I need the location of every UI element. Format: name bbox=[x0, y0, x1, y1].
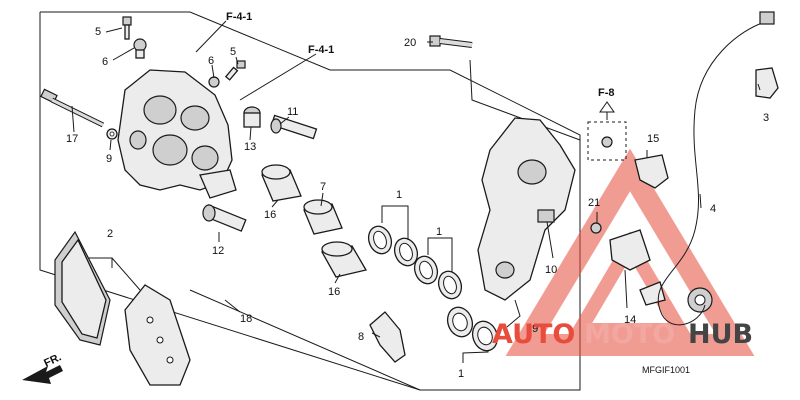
callout-9: 9 bbox=[106, 153, 112, 165]
callout-8: 8 bbox=[358, 331, 364, 343]
callout-7: 7 bbox=[320, 181, 326, 193]
piston-16-bottom bbox=[320, 241, 368, 278]
callout-19: 19 bbox=[526, 323, 538, 335]
watermark-hub: HUB bbox=[688, 319, 753, 350]
pin-12 bbox=[202, 204, 247, 232]
pad-spring-8 bbox=[369, 311, 406, 363]
seal-set-1a bbox=[367, 225, 419, 267]
piston-7 bbox=[303, 199, 343, 235]
brake-pad-2-left bbox=[54, 230, 111, 346]
callout-6-left: 6 bbox=[102, 56, 108, 68]
callout-18: 18 bbox=[240, 313, 252, 325]
callout-14: 14 bbox=[624, 314, 636, 326]
callout-16-bottom: 16 bbox=[328, 286, 340, 298]
bleeder-5-right bbox=[224, 60, 246, 81]
section-ref-f41-mid: F-4-1 bbox=[308, 44, 334, 56]
section-ref-f41-top: F-4-1 bbox=[226, 11, 252, 23]
boot-11 bbox=[270, 114, 318, 140]
seal-set-1c bbox=[446, 306, 499, 352]
callout-4: 4 bbox=[710, 203, 716, 215]
watermark-text: AUTO MOTO HUB bbox=[492, 319, 753, 350]
callout-1-b: 1 bbox=[436, 226, 442, 238]
bleeder-cap-6-left bbox=[133, 38, 147, 59]
watermark-auto: AUTO bbox=[492, 319, 575, 350]
callout-5-left: 5 bbox=[95, 26, 101, 38]
callout-1-a: 1 bbox=[396, 189, 402, 201]
callout-10: 10 bbox=[545, 264, 557, 276]
clip-3 bbox=[755, 67, 779, 99]
brake-pad-2-right bbox=[124, 284, 191, 386]
slide-pin-13 bbox=[243, 106, 261, 128]
sensor-wire-4 bbox=[657, 21, 766, 326]
callout-20: 20 bbox=[404, 37, 416, 49]
washer-9 bbox=[106, 128, 118, 140]
callout-3: 3 bbox=[763, 112, 769, 124]
callout-2: 2 bbox=[107, 228, 113, 240]
callout-17: 17 bbox=[66, 133, 78, 145]
pin-bolt-17 bbox=[40, 88, 105, 128]
callout-15: 15 bbox=[647, 133, 659, 145]
leader-lines bbox=[71, 20, 761, 363]
section-ref-f8: F-8 bbox=[598, 87, 615, 99]
connector-4 bbox=[759, 11, 775, 25]
callout-21: 21 bbox=[588, 197, 600, 209]
retainer-10 bbox=[537, 209, 555, 223]
callout-5-right: 5 bbox=[230, 46, 236, 58]
bleeder-cap-6-right bbox=[208, 76, 220, 88]
sensor-bracket-15 bbox=[634, 154, 669, 189]
caliper-body bbox=[117, 69, 237, 199]
diagram-code: MFGIF1001 bbox=[642, 365, 690, 375]
callout-12: 12 bbox=[212, 245, 224, 257]
callout-13: 13 bbox=[244, 141, 256, 153]
watermark-moto: MOTO bbox=[584, 319, 675, 350]
f8-reference-box bbox=[587, 101, 627, 161]
callout-16-top: 16 bbox=[264, 209, 276, 221]
piston-16-top bbox=[261, 164, 302, 202]
seal-set-1b bbox=[413, 255, 463, 300]
front-direction-arrow bbox=[22, 365, 63, 384]
bolt-20 bbox=[429, 35, 473, 48]
callout-1-c: 1 bbox=[458, 368, 464, 380]
bleeder-5-left bbox=[122, 16, 132, 40]
callout-11: 11 bbox=[287, 106, 298, 118]
bolt-21 bbox=[590, 222, 602, 234]
caliper-bracket-19 bbox=[477, 117, 576, 301]
callout-6-right: 6 bbox=[208, 55, 214, 67]
